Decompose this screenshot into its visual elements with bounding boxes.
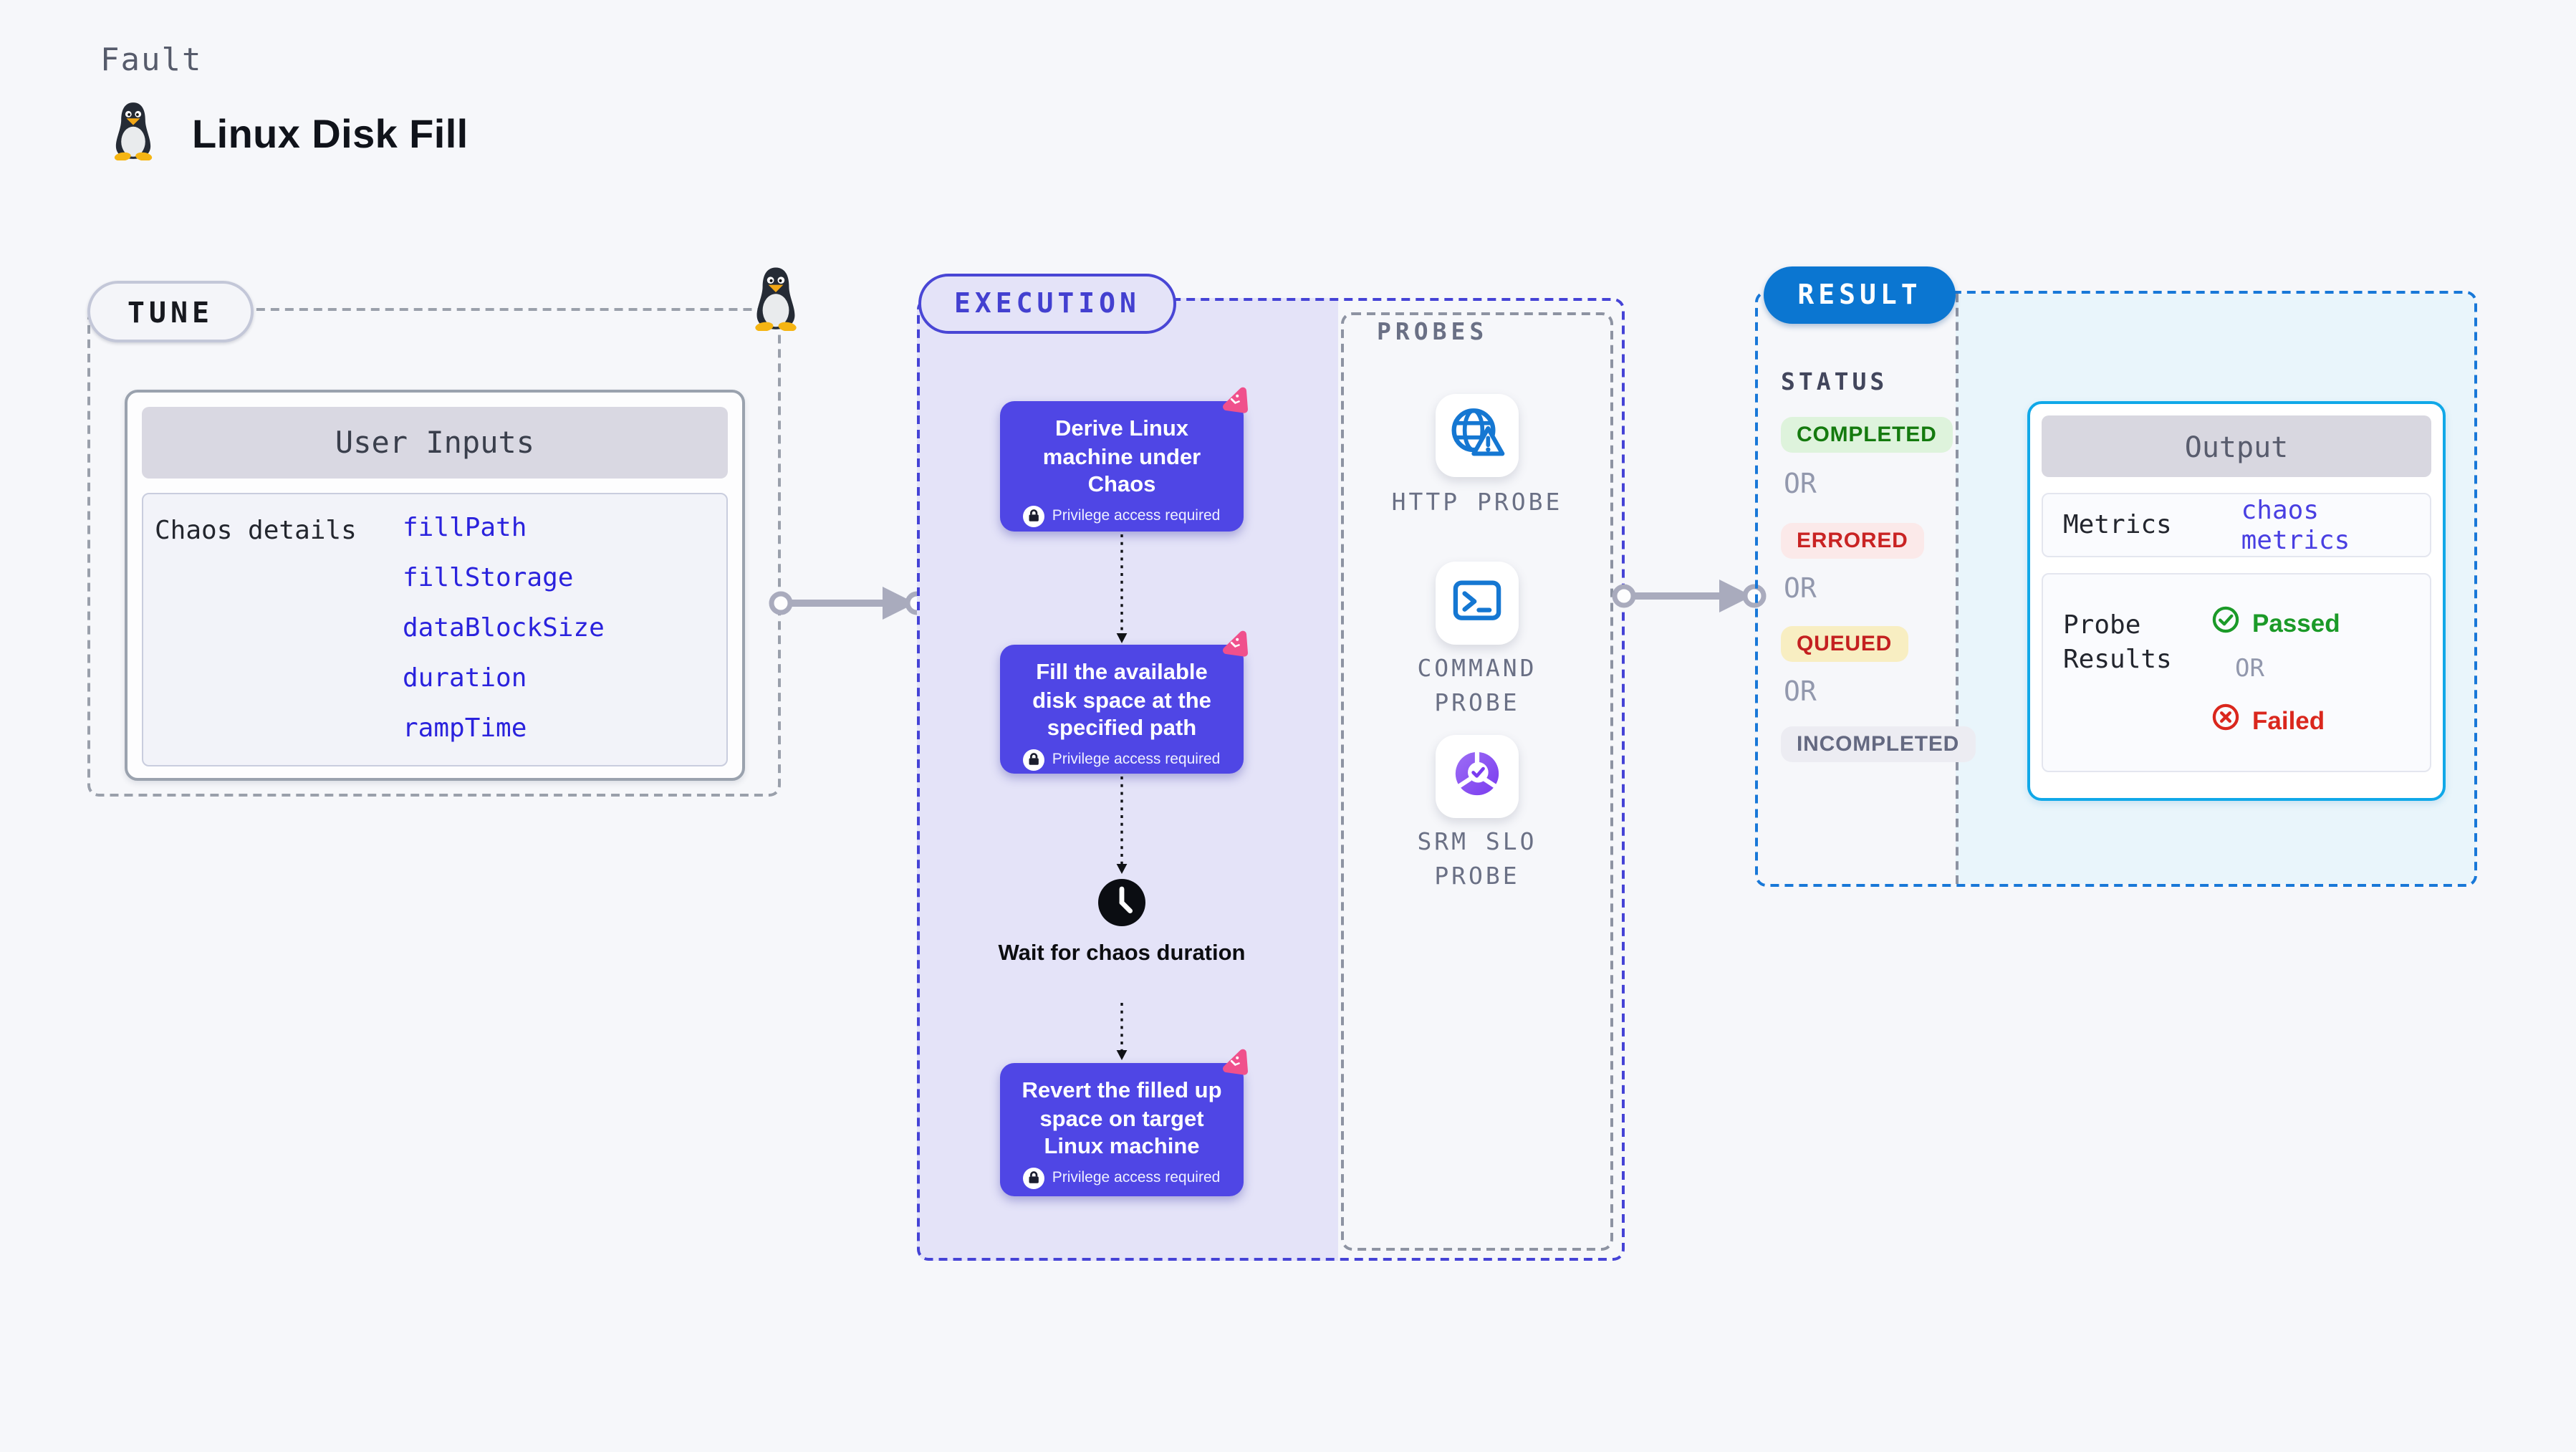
input-fillpath: fillPath (403, 513, 527, 543)
failed-result: Failed (2212, 703, 2325, 738)
status-heading: STATUS (1781, 368, 1888, 395)
tune-section-label: TUNE (87, 281, 254, 342)
slo-donut-icon (1450, 746, 1504, 807)
status-badge-errored: ERRORED (1781, 523, 1924, 559)
output-card: Output Metrics chaos metrics Probe Resul… (2027, 401, 2446, 801)
http-probe-label: HTTP PROBE (1391, 489, 1563, 516)
probes-section (1341, 312, 1613, 1251)
flow-arrow (1116, 1003, 1128, 1060)
input-duration: duration (403, 663, 527, 693)
tux-penguin-icon (109, 100, 158, 168)
privilege-note: Privilege access required (1011, 505, 1232, 527)
step-derive-machine: Derive Linux machine under Chaos Privile… (1000, 387, 1248, 532)
privilege-note: Privilege access required (1011, 1167, 1232, 1188)
lock-icon (1023, 749, 1045, 770)
chaos-badge-icon (1219, 629, 1249, 659)
execution-to-result-arrow (1612, 580, 1767, 612)
http-probe-tile (1436, 394, 1519, 477)
status-badge-completed: COMPLETED (1781, 417, 1953, 453)
metrics-label: Metrics (2063, 510, 2172, 540)
chaos-inputs-list: fillPath fillStorage dataBlockSize durat… (403, 513, 605, 746)
flow-arrow (1116, 534, 1128, 643)
or-separator: OR (2235, 655, 2264, 683)
step-revert-space: Revert the filled up space on target Lin… (1000, 1049, 1248, 1196)
lock-icon (1023, 505, 1045, 527)
or-separator: OR (1784, 573, 1817, 605)
metrics-row: Metrics chaos metrics (2042, 493, 2431, 557)
fault-kicker: Fault (100, 43, 203, 79)
or-separator: OR (1784, 676, 1817, 708)
result-section-label: RESULT (1764, 266, 1956, 324)
step-title: Revert the filled up space on target Lin… (1022, 1079, 1222, 1159)
page-title: Linux Disk Fill (192, 111, 468, 155)
input-fillstorage: fillStorage (403, 563, 574, 593)
input-ramptime: rampTime (403, 713, 527, 744)
status-badge-incompleted: INCOMPLETED (1781, 726, 1976, 762)
lock-icon (1023, 1167, 1045, 1188)
tune-to-execution-arrow (769, 587, 929, 620)
check-circle-icon (2212, 606, 2239, 640)
user-inputs-rows: Chaos details fillPath fillStorage dataB… (142, 493, 728, 766)
command-probe-tile (1436, 562, 1519, 645)
step-fill-disk: Fill the available disk space at the spe… (1000, 630, 1248, 774)
or-separator: OR (1784, 468, 1817, 500)
srm-slo-probe-tile (1436, 735, 1519, 818)
input-datablocksize: dataBlockSize (403, 613, 605, 643)
probe-results-row: Probe Results Passed OR (2042, 573, 2431, 772)
passed-result: Passed (2212, 606, 2340, 640)
x-circle-icon (2212, 703, 2239, 738)
command-probe-label: COMMAND PROBE (1417, 655, 1537, 716)
srm-slo-probe-label: SRM SLO PROBE (1417, 828, 1537, 889)
chaos-badge-icon (1219, 385, 1249, 415)
output-title: Output (2042, 415, 2431, 477)
step-title: Fill the available disk space at the spe… (1032, 660, 1211, 741)
wait-step-label: Wait for chaos duration (998, 941, 1246, 966)
globe-alert-icon (1448, 405, 1506, 466)
tune-section (87, 308, 781, 797)
user-inputs-title: User Inputs (142, 407, 728, 479)
status-badge-queued: QUEUED (1781, 626, 1908, 662)
execution-section (917, 298, 1625, 1261)
privilege-note: Privilege access required (1011, 749, 1232, 770)
execution-section-label: EXECUTION (918, 274, 1176, 334)
terminal-icon (1450, 575, 1504, 631)
tux-penguin-icon (749, 265, 802, 338)
clock-icon (1096, 877, 1148, 928)
user-inputs-card: User Inputs Chaos details fillPath fillS… (125, 390, 745, 781)
probes-section-label: PROBES (1377, 318, 1489, 345)
step-title: Derive Linux machine under Chaos (1042, 417, 1201, 497)
probe-results-label: Probe Results (2063, 610, 2172, 675)
chaos-details-label: Chaos details (155, 516, 357, 546)
metrics-value: chaos metrics (2241, 495, 2350, 555)
result-section (1754, 291, 2477, 887)
chaos-badge-icon (1219, 1047, 1249, 1077)
flow-arrow (1116, 777, 1128, 874)
